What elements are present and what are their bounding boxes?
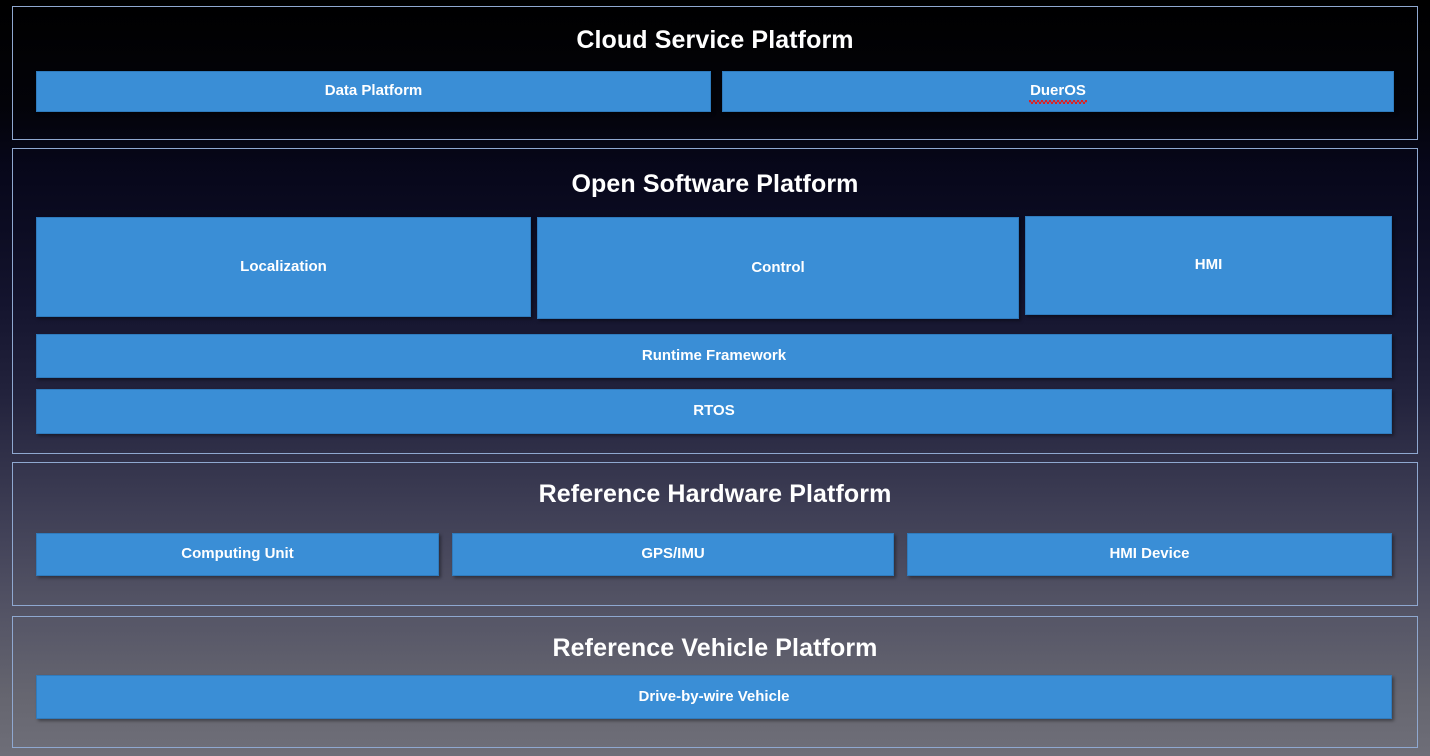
tile-computing-unit[interactable]: Computing Unit [36,533,439,576]
tile-hmi[interactable]: HMI [1025,216,1392,315]
tile-gps-imu[interactable]: GPS/IMU [452,533,894,576]
tile-dueros[interactable]: DuerOS [722,71,1394,112]
layer-title-reference-vehicle-platform: Reference Vehicle Platform [552,634,878,662]
layer-reference-hardware-platform: Reference Hardware Platform Computing Un… [12,462,1418,606]
tile-localization[interactable]: Localization [36,217,531,317]
tile-label-gps-imu: GPS/IMU [641,545,705,563]
tile-label-rtos: RTOS [693,402,735,420]
layer-reference-vehicle-platform: Reference Vehicle Platform Drive-by-wire… [12,616,1418,748]
tile-label-hmi: HMI [1194,256,1223,274]
layer-cloud-service-platform: Cloud Service Platform Data Platform Due… [12,6,1418,140]
layer-title-cloud-service-platform: Cloud Service Platform [576,26,854,54]
layer-title-open-software-platform: Open Software Platform [571,170,859,198]
tile-label-control: Control [751,258,805,276]
tile-control[interactable]: Control [537,217,1019,319]
tile-label-localization: Localization [240,257,327,275]
layer-title-reference-hardware-platform: Reference Hardware Platform [538,480,892,508]
tile-label-hmi-device: HMI Device [1109,545,1190,563]
tile-label-computing-unit: Computing Unit [181,545,294,563]
tile-drive-by-wire-vehicle[interactable]: Drive-by-wire Vehicle [36,675,1392,719]
tile-data-platform[interactable]: Data Platform [36,71,711,112]
tile-hmi-device[interactable]: HMI Device [907,533,1392,576]
tile-runtime-framework[interactable]: Runtime Framework [36,334,1392,378]
tile-label-runtime-framework: Runtime Framework [641,346,787,364]
layer-open-software-platform: Open Software Platform Localization Cont… [12,148,1418,454]
tile-label-drive-by-wire-vehicle: Drive-by-wire Vehicle [638,687,790,705]
tile-rtos[interactable]: RTOS [36,389,1392,434]
tile-label-data-platform: Data Platform [324,82,423,100]
tile-label-dueros: DuerOS [1029,82,1087,104]
